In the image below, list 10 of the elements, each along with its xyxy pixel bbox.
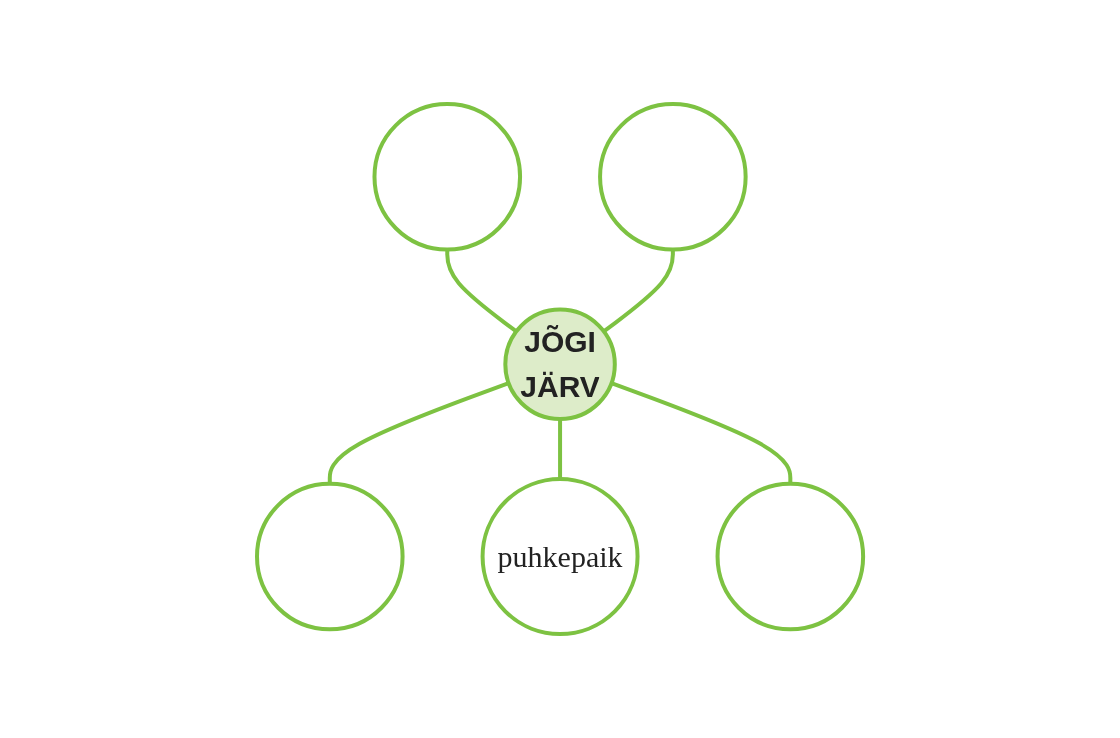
node-circle: JÕGI JÄRV — [503, 307, 617, 422]
node-circle — [372, 102, 522, 252]
connector — [445, 249, 518, 334]
node-circle — [715, 481, 866, 632]
node-circle — [254, 481, 405, 632]
connector — [558, 419, 562, 480]
connector — [610, 381, 793, 484]
connector — [602, 249, 675, 334]
node-circle — [598, 102, 748, 252]
node-circle: puhkepaik — [480, 477, 640, 636]
